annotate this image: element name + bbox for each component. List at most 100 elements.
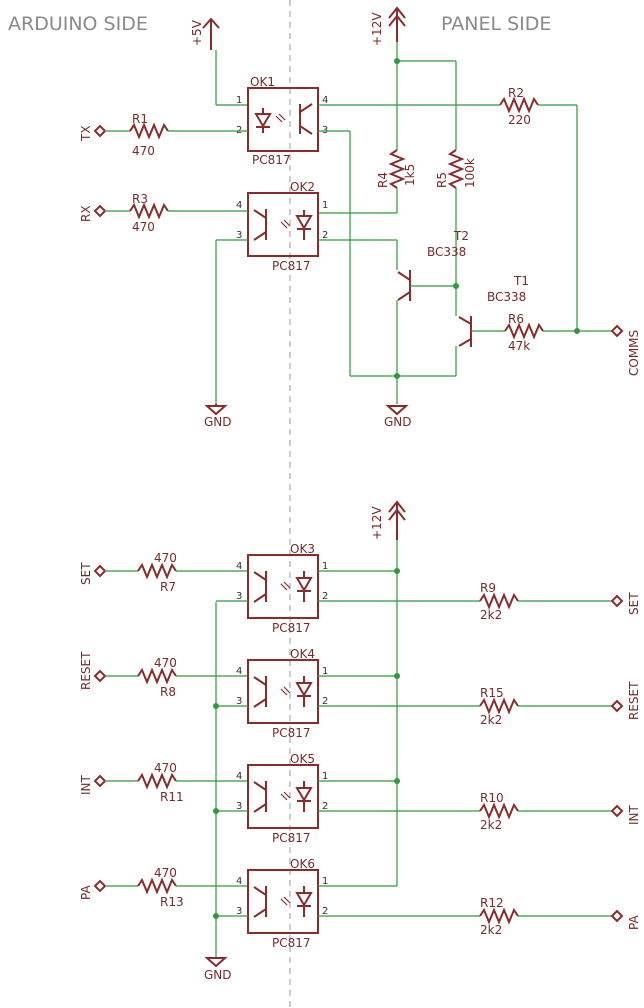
tx-label: TX <box>79 125 93 142</box>
output-connector-pa[interactable] <box>610 909 624 923</box>
optocoupler-ok3 <box>247 554 319 619</box>
rx-input[interactable]: RX R3 470 <box>79 192 248 234</box>
resistor-r9-value: 2k2 <box>480 608 502 622</box>
t1-ref: T1 <box>513 274 529 288</box>
input-connector-reset[interactable] <box>93 669 107 683</box>
resistor-r15 <box>479 697 519 715</box>
input-connector-set[interactable] <box>93 564 107 578</box>
comms-label: COMMS <box>627 330 641 376</box>
resistor-r9 <box>479 592 519 610</box>
r2-ref: R2 <box>508 86 524 100</box>
comms-output[interactable]: COMMS <box>610 324 641 376</box>
resistor-r13-ref: R13 <box>160 895 184 909</box>
resistor-r10 <box>479 802 519 820</box>
ok2-pin-3: 3 <box>236 230 242 241</box>
svg-text:2: 2 <box>322 906 328 917</box>
optocoupler-ok4-part: PC817 <box>272 726 311 740</box>
resistor-r11-ref: R11 <box>160 790 184 804</box>
resistor-r8-value: 470 <box>154 656 177 670</box>
phototransistor-symbol <box>253 571 267 603</box>
resistor-r8-ref: R8 <box>160 685 176 699</box>
output-connector-reset[interactable] <box>610 699 624 713</box>
input-label-set: SET <box>79 562 93 585</box>
ok1-pin-1: 1 <box>236 95 242 106</box>
led-symbol <box>295 781 313 812</box>
ok2-ref: OK2 <box>290 180 315 194</box>
optocoupler-ok4-ref: OK4 <box>290 647 315 661</box>
output-connector-int[interactable] <box>610 804 624 818</box>
resistor-r7-value: 470 <box>154 551 177 565</box>
resistor-r12-value: 2k2 <box>480 923 502 937</box>
resistor-r9-ref: R9 <box>480 581 496 595</box>
resistor-r7 <box>137 562 177 580</box>
r3-ref: R3 <box>132 192 148 206</box>
led-symbol <box>295 571 313 602</box>
svg-text:4: 4 <box>236 771 242 782</box>
r4-resistor: R4 1k5 <box>318 149 417 214</box>
resistor-r11-value: 470 <box>154 761 177 775</box>
gnd-top-left: GND <box>204 404 232 429</box>
gnd-top-middle: GND <box>384 405 412 429</box>
r2-value: 220 <box>508 113 531 127</box>
r1-ref: R1 <box>132 112 148 126</box>
svg-text:3: 3 <box>236 801 242 812</box>
led-symbol <box>295 886 313 917</box>
t2-part: BC338 <box>427 245 466 259</box>
resistor-r10-ref: R10 <box>480 791 504 805</box>
resistor-r13-value: 470 <box>154 866 177 880</box>
svg-text:4: 4 <box>236 561 242 572</box>
supply-12v-bottom-label: +12V <box>370 506 384 540</box>
svg-text:3: 3 <box>236 906 242 917</box>
resistor-r10-value: 2k2 <box>480 818 502 832</box>
tx-input[interactable]: TX R1 470 <box>79 112 248 158</box>
svg-text:4: 4 <box>236 666 242 677</box>
input-connector-int[interactable] <box>93 774 107 788</box>
gnd-bottom-label: GND <box>204 968 232 982</box>
optocoupler-ok3-ref: OK3 <box>290 542 315 556</box>
t2-ref: T2 <box>453 229 469 243</box>
optocoupler-ok6 <box>247 869 319 934</box>
ok1-optocoupler: OK1 PC817 1 2 3 4 <box>236 75 328 167</box>
ok2-part: PC817 <box>272 259 311 273</box>
svg-text:3: 3 <box>236 591 242 602</box>
output-label-reset: RESET <box>627 681 641 720</box>
optocoupler-ok6-ref: OK6 <box>290 857 315 871</box>
input-label-pa: PA <box>79 885 93 900</box>
input-label-reset: RESET <box>79 651 93 690</box>
phototransistor-symbol <box>253 886 267 918</box>
output-connector-set[interactable] <box>610 594 624 608</box>
panel-side-header: PANEL SIDE <box>441 13 551 35</box>
input-connector-pa[interactable] <box>93 879 107 893</box>
ok2-pin-1: 1 <box>322 200 328 211</box>
r6-resistor: R6 47k <box>504 312 612 353</box>
ok2-pin-4: 4 <box>236 200 242 211</box>
resistor-r7-ref: R7 <box>160 580 176 594</box>
svg-text:2: 2 <box>322 696 328 707</box>
output-label-set: SET <box>627 592 641 615</box>
t1-transistor: T1 BC338 <box>455 274 529 376</box>
r4-value: 1k5 <box>403 164 417 186</box>
arduino-side-header: ARDUINO SIDE <box>8 13 148 35</box>
r5-resistor: R5 100k <box>435 149 477 316</box>
phototransistor-symbol <box>253 676 267 708</box>
resistor-r11 <box>137 772 177 790</box>
input-label-int: INT <box>79 774 93 795</box>
resistor-r12-ref: R12 <box>480 896 504 910</box>
optocoupler-ok6-part: PC817 <box>272 936 311 950</box>
gnd-top-left-label: GND <box>204 415 232 429</box>
resistor-r12 <box>479 907 519 925</box>
svg-text:3: 3 <box>236 696 242 707</box>
supply-12v-top-label: +12V <box>370 12 384 46</box>
svg-text:4: 4 <box>236 876 242 887</box>
supply-5v: +5V <box>190 17 248 106</box>
t1-part: BC338 <box>487 290 526 304</box>
led-symbol <box>295 676 313 707</box>
optocoupler-ok5-part: PC817 <box>272 831 311 845</box>
t2-transistor: T2 BC338 <box>396 229 469 404</box>
svg-text:1: 1 <box>322 666 328 677</box>
